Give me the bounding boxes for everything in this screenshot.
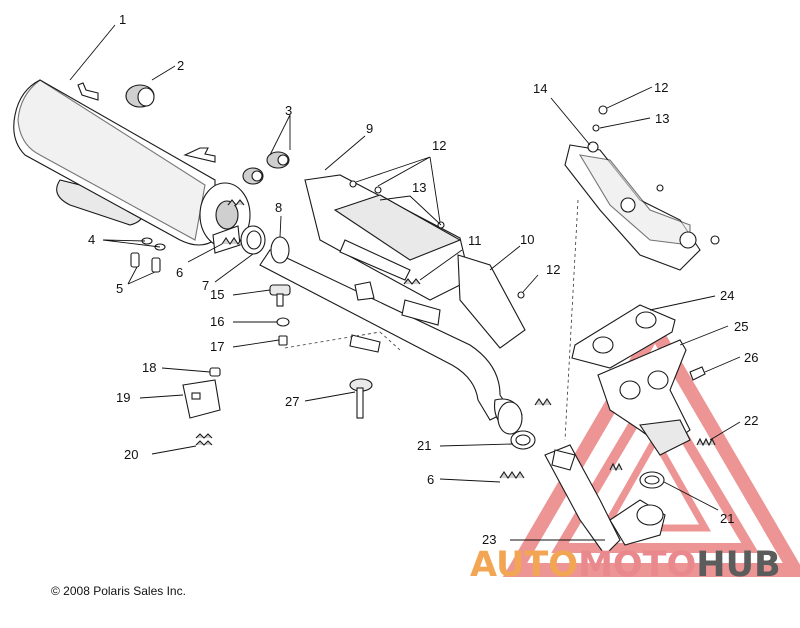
callout-9: 9 (366, 121, 373, 136)
callout-4: 4 (88, 232, 95, 247)
callout-24: 24 (720, 288, 734, 303)
callout-1: 1 (119, 12, 126, 27)
muffler-part (13, 79, 251, 248)
heat-shield-part (304, 174, 526, 353)
copyright-notice: © 2008 Polaris Sales Inc. (51, 584, 186, 598)
callout-23: 23 (482, 532, 496, 547)
callout-21-a: 21 (417, 438, 431, 453)
callout-13-a: 13 (412, 180, 426, 195)
callout-17: 17 (210, 339, 224, 354)
spring-parts-right (499, 398, 716, 479)
callout-12-a: 12 (432, 138, 446, 153)
callout-3: 3 (285, 103, 292, 118)
callout-7: 7 (202, 278, 209, 293)
callout-labels: 1 2 3 4 5 6 7 8 9 10 11 12 12 12 13 13 1… (88, 12, 758, 547)
callout-16: 16 (210, 314, 224, 329)
isolator-part (269, 284, 291, 346)
callout-6-b: 6 (427, 472, 434, 487)
callout-25: 25 (734, 319, 748, 334)
exhaust-pipe-part (259, 236, 523, 435)
callout-14: 14 (533, 81, 547, 96)
callout-11: 11 (468, 233, 482, 248)
isolator-part-27 (349, 378, 373, 419)
bracket-part (182, 367, 221, 446)
callout-13-b: 13 (655, 111, 669, 126)
callout-12-b: 12 (546, 262, 560, 277)
callout-15: 15 (210, 287, 224, 302)
callout-12-c: 12 (654, 80, 668, 95)
grommet-pair-part (242, 151, 290, 185)
fastener-parts (349, 105, 608, 299)
manifold-gasket-part (571, 304, 676, 369)
callout-20: 20 (124, 447, 138, 462)
callout-27: 27 (285, 394, 299, 409)
header-pipe-part (564, 141, 720, 271)
y-pipe-part (544, 444, 666, 556)
callout-26: 26 (744, 350, 758, 365)
callout-6: 6 (176, 265, 183, 280)
manifold-part (597, 339, 691, 456)
callout-21-b: 21 (720, 511, 734, 526)
callout-22: 22 (744, 413, 758, 428)
watermark-auto: AUTO (470, 545, 579, 585)
callout-5: 5 (116, 281, 123, 296)
callout-2: 2 (177, 58, 184, 73)
leader-lines (69, 24, 741, 541)
callout-18: 18 (142, 360, 156, 375)
watermark-logo-text: AUTOMOTOHUB (470, 545, 781, 585)
callout-10: 10 (520, 232, 534, 247)
watermark-hub: HUB (696, 545, 781, 585)
seal-ring-parts (510, 430, 665, 489)
bolt-part (689, 366, 706, 381)
grommet-part (125, 84, 155, 108)
callout-19: 19 (116, 390, 130, 405)
watermark-moto: MOTO (578, 545, 697, 585)
callout-8: 8 (275, 200, 282, 215)
gasket-part (240, 225, 266, 255)
